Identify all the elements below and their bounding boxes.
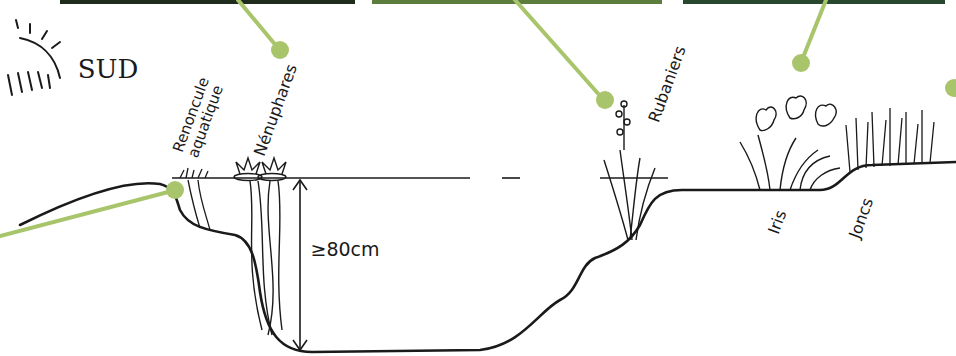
renoncule-plant xyxy=(180,168,210,230)
dimension-label: ≥80cm xyxy=(310,240,379,260)
water-line xyxy=(172,177,668,179)
leader-line xyxy=(0,0,826,236)
sun-symbol xyxy=(8,20,60,95)
photo-strip xyxy=(60,0,355,4)
plant-label: Joncs xyxy=(847,195,877,240)
plant-label: Iris xyxy=(766,208,790,236)
pond-profile xyxy=(20,162,956,352)
leader-dot xyxy=(166,41,956,199)
plant-label: Rubaniers xyxy=(646,44,689,125)
photo-strip xyxy=(683,0,945,4)
compass-label: SUD xyxy=(78,56,139,83)
plant-label: Nénuphares xyxy=(252,62,301,159)
rubanier-plant xyxy=(604,101,655,240)
jonc-plant xyxy=(846,108,934,172)
plant-label: Renoncule aquatique xyxy=(171,76,227,160)
iris-plant xyxy=(740,96,840,190)
nenuphar-plant xyxy=(234,158,286,335)
depth-dimension xyxy=(293,180,307,350)
